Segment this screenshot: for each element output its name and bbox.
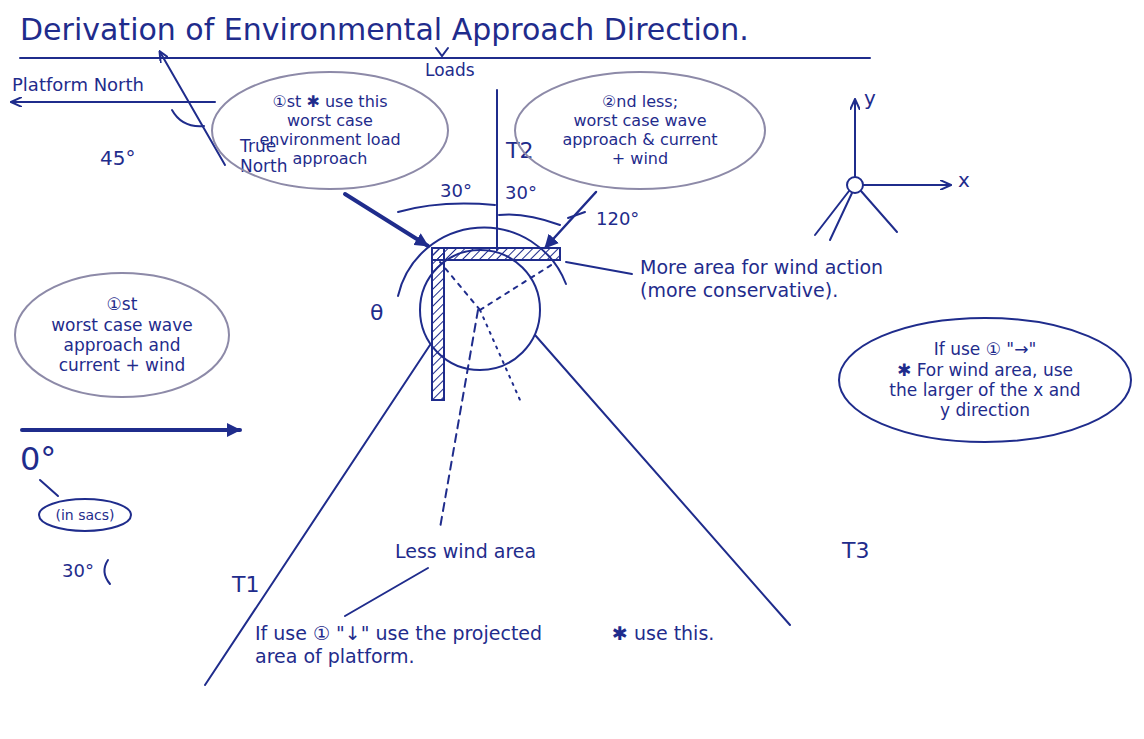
- callout-text: If use ① "→": [885, 339, 1085, 359]
- callout-text: worst case environment load approach: [250, 111, 410, 169]
- angle-label: 45°: [100, 146, 135, 170]
- axis-label: x: [958, 168, 970, 192]
- angle-label: 30°: [62, 560, 94, 582]
- callout-ellipse: ①stworst case wave approach and current …: [13, 271, 231, 399]
- note-text: More area for wind action (more conserva…: [640, 256, 930, 302]
- angle-label: θ: [370, 300, 383, 326]
- angle-label: 30°: [505, 182, 537, 204]
- callout-ellipse: ②nd less;worst case wave approach & curr…: [513, 70, 767, 191]
- angle-label: 0°: [20, 440, 56, 478]
- callout-text: worst case wave approach & current + win…: [555, 111, 725, 169]
- callout-text: (in sacs): [55, 507, 114, 524]
- callout-text: ①st: [50, 294, 195, 314]
- inserted-word: Loads: [425, 60, 475, 80]
- callout-text: ②nd less;: [555, 92, 725, 111]
- callout-text-block: If use ① "→"✱ For wind area, use the lar…: [885, 339, 1085, 421]
- callout-text: ✱ For wind area, use the larger of the x…: [885, 360, 1085, 421]
- tension-label: T1: [232, 572, 259, 598]
- callout-text-block: ①stworst case wave approach and current …: [50, 294, 195, 376]
- note-text: Less wind area: [395, 540, 536, 563]
- tension-label: T2: [506, 138, 533, 164]
- axis-label: Platform North: [12, 74, 144, 96]
- angle-label: 30°: [440, 180, 472, 202]
- callout-text-block: ②nd less;worst case wave approach & curr…: [555, 92, 725, 169]
- angle-label: 120°: [596, 208, 639, 230]
- diagram-title: Derivation of Environmental Approach Dir…: [20, 12, 749, 48]
- tension-label: T3: [842, 538, 869, 564]
- callout-text-block: (in sacs): [55, 507, 114, 524]
- callout-text: ①st ✱ use this: [250, 92, 410, 111]
- axis-label: y: [864, 86, 876, 110]
- note-text: ✱ use this.: [612, 622, 714, 645]
- callout-ellipse: (in sacs): [37, 497, 133, 533]
- note-text: If use ① "↓" use the projected area of p…: [255, 622, 585, 668]
- callout-text-block: ①st ✱ use thisworst case environment loa…: [250, 92, 410, 169]
- callout-text: worst case wave approach and current + w…: [50, 315, 195, 376]
- callout-ellipse: ①st ✱ use thisworst case environment loa…: [210, 70, 450, 191]
- callout-ellipse: If use ① "→"✱ For wind area, use the lar…: [837, 316, 1133, 444]
